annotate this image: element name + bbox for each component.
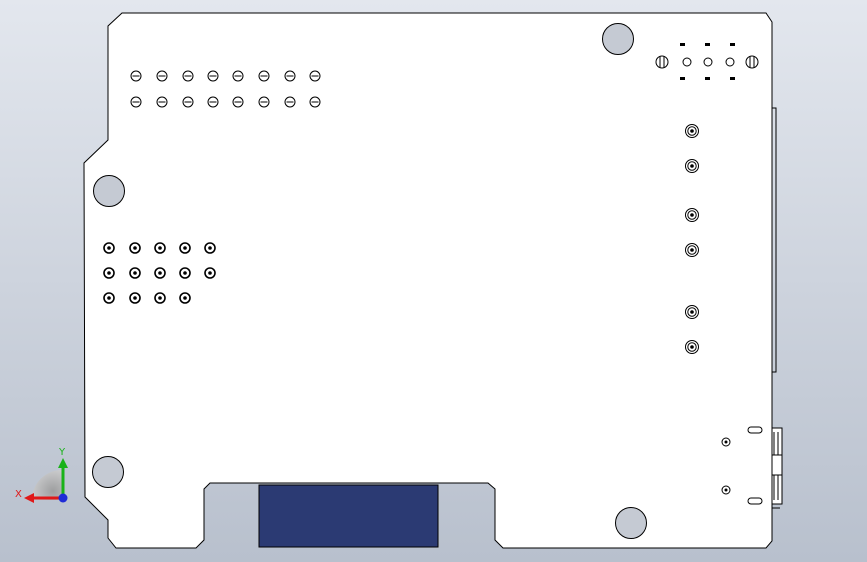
screw-column-right xyxy=(685,124,699,354)
mounting-hole-left xyxy=(93,175,125,207)
screw-head xyxy=(156,70,168,82)
screw-head xyxy=(207,96,219,108)
screw-ring xyxy=(685,305,699,319)
pin-pad xyxy=(204,267,216,279)
edge-connector-strip xyxy=(772,107,777,373)
screw-head xyxy=(156,96,168,108)
screw-head xyxy=(207,70,219,82)
x-axis-arrow xyxy=(24,493,34,503)
top-right-connector xyxy=(655,43,759,80)
screw-head xyxy=(232,96,244,108)
pin-grid-left xyxy=(103,242,216,304)
screw-head xyxy=(182,70,194,82)
pin-pad xyxy=(179,292,191,304)
coordinate-triad[interactable]: Y X xyxy=(15,447,68,503)
connector-knob-right xyxy=(745,55,759,69)
mounting-hole-bottom-right xyxy=(615,507,647,539)
pin-pad xyxy=(129,267,141,279)
screw-head xyxy=(130,70,142,82)
screw-head xyxy=(182,96,194,108)
pin-pad xyxy=(154,292,166,304)
y-axis-label: Y xyxy=(58,447,66,458)
screw-head xyxy=(284,96,296,108)
screw-ring xyxy=(685,340,699,354)
pin-pad xyxy=(154,267,166,279)
usb-connector-block[interactable] xyxy=(258,484,439,548)
x-axis-label: X xyxy=(15,489,22,500)
mounting-hole-bottom-left xyxy=(92,456,124,488)
pin-pad xyxy=(103,242,115,254)
screw-head xyxy=(258,96,270,108)
screw-head xyxy=(130,96,142,108)
mounting-hole-top-right xyxy=(602,23,634,55)
header-row-top xyxy=(130,70,321,82)
screw-head xyxy=(258,70,270,82)
pcb-board-outline[interactable] xyxy=(83,12,773,549)
y-axis-arrow xyxy=(58,458,68,468)
pin-pad xyxy=(154,242,166,254)
z-axis-dot xyxy=(58,493,68,503)
side-port-bottom-right xyxy=(721,426,783,509)
pin-pad xyxy=(179,242,191,254)
connector-knob-left xyxy=(655,55,669,69)
screw-ring xyxy=(685,243,699,257)
screw-ring xyxy=(685,159,699,173)
screw-head xyxy=(284,70,296,82)
pin-pad xyxy=(129,292,141,304)
pin-pad xyxy=(179,267,191,279)
pin-pad xyxy=(103,292,115,304)
header-row-second xyxy=(130,96,321,108)
screw-ring xyxy=(685,124,699,138)
pin-pad xyxy=(103,267,115,279)
pin-pad xyxy=(129,242,141,254)
pin-pad xyxy=(204,242,216,254)
screw-head xyxy=(309,96,321,108)
screw-head xyxy=(232,70,244,82)
screw-ring xyxy=(685,208,699,222)
screw-head xyxy=(309,70,321,82)
